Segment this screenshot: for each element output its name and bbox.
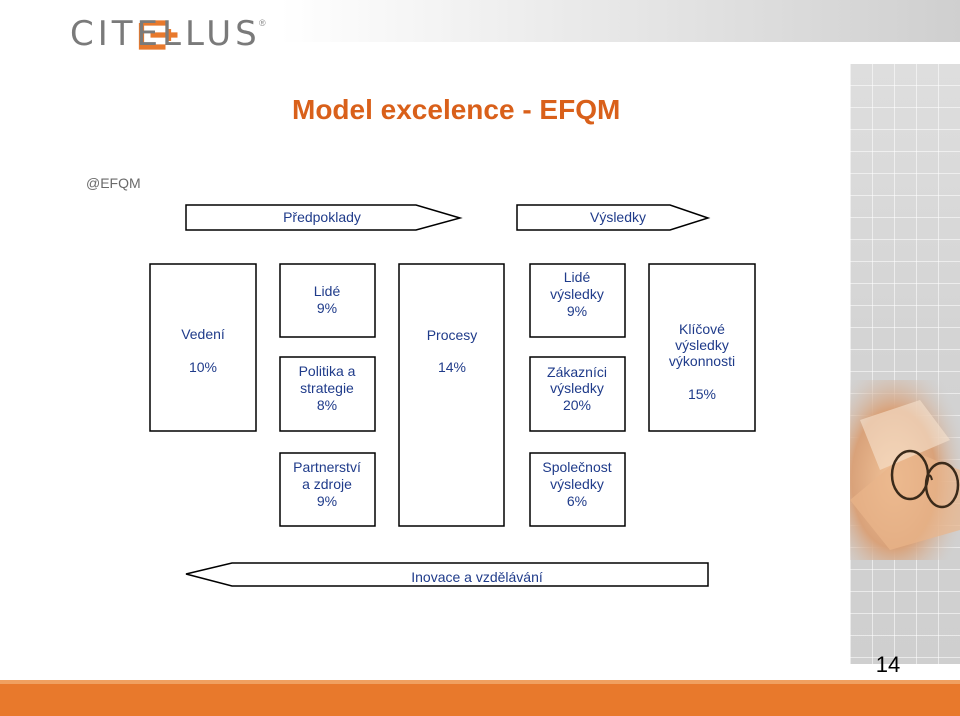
enablers-arrow [185, 204, 463, 231]
customer-results-value: 20% [563, 397, 591, 413]
box-people-results [529, 263, 626, 338]
innovation-arrow-label: Inovace a vzdělávání [411, 569, 543, 585]
footer-bar [0, 680, 960, 716]
customer-results-line2: výsledky [550, 380, 604, 396]
box-policy-strategy [279, 356, 376, 432]
people-results-line1: Lidé [564, 269, 591, 285]
key-results-line3: výkonnosti [669, 353, 735, 369]
key-results-value: 15% [688, 386, 716, 402]
key-results-line2: výsledky [675, 337, 729, 353]
registered-mark: ® [259, 18, 266, 28]
processes-label: Procesy [427, 327, 478, 343]
people-value: 9% [317, 300, 337, 316]
partnership-line1: Partnerství [293, 459, 361, 475]
policy-line2: strategie [300, 380, 354, 396]
footer-bar-highlight [0, 680, 960, 684]
decorative-grid [850, 64, 960, 664]
citellus-logo-mark [138, 20, 178, 50]
header-band [280, 0, 960, 42]
leadership-value: 10% [189, 359, 217, 375]
society-value: 6% [567, 493, 587, 509]
box-society-results [529, 452, 626, 527]
policy-line1: Politika a [299, 363, 356, 379]
partnership-line2: a zdroje [302, 476, 352, 492]
results-arrow [516, 204, 711, 231]
people-label: Lidé [314, 283, 341, 299]
copyright-note: @EFQM [86, 175, 141, 191]
society-line2: výsledky [550, 476, 604, 492]
box-leadership [149, 263, 257, 432]
processes-value: 14% [438, 359, 466, 375]
page-title: Model excelence - EFQM [292, 94, 621, 125]
box-key-results [648, 263, 756, 432]
box-people [279, 263, 376, 338]
society-line1: Společnost [542, 459, 611, 475]
innovation-arrow [185, 562, 709, 587]
partnership-value: 9% [317, 493, 337, 509]
policy-value: 8% [317, 397, 337, 413]
people-results-line2: výsledky [550, 286, 604, 302]
results-arrow-label: Výsledky [590, 209, 646, 225]
key-results-line1: Klíčové [679, 321, 725, 337]
decorative-photo [850, 380, 960, 560]
brand-name: CITELLUS [70, 14, 261, 54]
people-results-value: 9% [567, 303, 587, 319]
leadership-label: Vedení [181, 326, 225, 342]
box-partnership-resources [279, 452, 376, 527]
customer-results-line1: Zákazníci [547, 364, 607, 380]
enablers-arrow-label: Předpoklady [283, 209, 361, 225]
box-customer-results [529, 356, 626, 432]
box-processes [398, 263, 505, 527]
page-number: 14 [875, 652, 901, 677]
